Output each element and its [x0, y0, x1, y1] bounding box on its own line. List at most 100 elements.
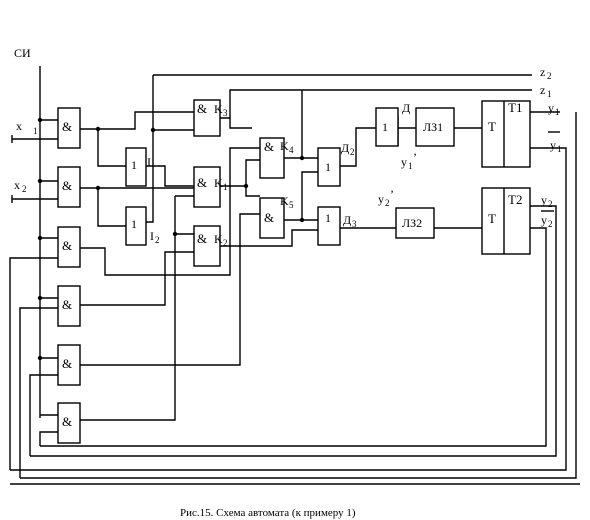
- delay-lz1: ЛЗ1: [415, 107, 455, 147]
- gate-k1: &: [193, 166, 221, 208]
- t1-y1bar-wire: [10, 147, 567, 471]
- gate-d2-symbol: 1: [325, 160, 331, 174]
- feedback-a6-wire: [39, 431, 58, 446]
- y2-prime-subscript: 2: [385, 198, 390, 208]
- gate-d3-symbol: 1: [325, 211, 331, 225]
- inv1-to-k1-wire: [146, 165, 194, 187]
- k1-to-k4-wire: [245, 159, 260, 186]
- gate-k5: &: [259, 197, 285, 239]
- junction-dot: [95, 185, 101, 191]
- gate-inv1-symbol: 1: [131, 158, 137, 172]
- y1-prime-label: y: [401, 155, 407, 169]
- junction-dot: [299, 217, 305, 223]
- feedback-a5-wire: [29, 374, 58, 456]
- gate-k4-symbol: &: [264, 139, 274, 154]
- k2-subscript: 2: [223, 238, 228, 248]
- gate-d2: 1: [317, 147, 341, 187]
- gate-a1-symbol: &: [62, 119, 72, 134]
- gate-d1-symbol: 1: [382, 120, 388, 134]
- y2bar-label: y: [541, 213, 547, 227]
- y2-label: y: [541, 193, 547, 207]
- gate-k5-symbol: &: [264, 210, 274, 225]
- i1-label: I: [147, 155, 151, 169]
- k1-subscript: 1: [223, 182, 228, 192]
- k5-subscript: 5: [289, 200, 294, 210]
- junction-dot: [150, 127, 156, 133]
- gate-inv1: 1: [125, 147, 147, 187]
- y2bar-subscript: 2: [548, 219, 553, 229]
- x1-label: x: [16, 119, 22, 133]
- gate-a4-symbol: &: [62, 297, 72, 312]
- a1-to-k3-wire: [80, 111, 194, 130]
- junction-dot: [37, 295, 43, 301]
- d2-label: Д: [341, 141, 349, 155]
- y1-subscript: 1: [555, 107, 560, 117]
- x2-subscript: 2: [22, 184, 27, 194]
- junction-dot: [37, 117, 43, 123]
- wires: [9, 66, 580, 485]
- d3-subscript: 3: [352, 219, 357, 229]
- gate-inv2-symbol: 1: [131, 217, 137, 231]
- k4-label: K: [280, 139, 289, 153]
- y2-prime-label: y: [378, 192, 384, 206]
- junction-dot: [243, 183, 249, 189]
- a4-to-k2-wire: [80, 251, 194, 306]
- z2-label: z: [540, 65, 545, 79]
- junction-dot: [299, 155, 305, 161]
- gate-a2: &: [57, 166, 81, 208]
- trigger-t2: T T2: [481, 187, 531, 255]
- gate-d3: 1: [317, 206, 341, 246]
- gate-k3-symbol: &: [197, 101, 207, 116]
- z1-label: z: [540, 83, 545, 97]
- t2-y2-wire: [30, 205, 557, 457]
- trigger-t2-label: T2: [508, 192, 522, 207]
- si-tap-wires: [40, 119, 58, 416]
- gate-a3-symbol: &: [62, 238, 72, 253]
- a2-to-inv2-wire: [97, 188, 126, 227]
- delay-lz2-label: ЛЗ2: [402, 216, 422, 230]
- junction-dot: [37, 178, 43, 184]
- gate-k3: &: [193, 99, 221, 137]
- k3-to-z1-wire: [220, 89, 532, 119]
- i2-subscript: 2: [155, 235, 160, 245]
- a3-to-k4-wire: [80, 147, 260, 276]
- k5-label: K: [280, 194, 289, 208]
- y1bar-subscript: 1: [557, 144, 562, 154]
- feedback-a3-wire: [9, 257, 58, 470]
- k1-label: K: [214, 176, 223, 190]
- y1-prime-subscript: 1: [408, 161, 413, 171]
- gate-a4: &: [57, 285, 81, 327]
- a6-to-k2-wire: [80, 234, 176, 421]
- k2-to-d3-wire: [220, 229, 318, 247]
- k5-to-d2-wire: [301, 171, 318, 220]
- feedback-a4-wire: [19, 307, 58, 478]
- gate-k4: &: [259, 137, 285, 179]
- z2-subscript: 2: [547, 71, 552, 81]
- d1-label: Д: [402, 101, 410, 115]
- junction-dots: [37, 117, 305, 361]
- gate-a6-symbol: &: [62, 414, 72, 429]
- junction-dot: [172, 231, 178, 237]
- k3-subscript: 3: [223, 108, 228, 118]
- y1-label: y: [548, 101, 554, 115]
- gate-k1-symbol: &: [197, 175, 207, 190]
- delay-lz2: ЛЗ2: [395, 207, 435, 239]
- i2-label: I: [150, 229, 154, 243]
- a1-to-inv1-wire: [97, 129, 126, 167]
- trigger-t1-label: T1: [508, 100, 522, 115]
- d3-label: Д: [343, 213, 351, 227]
- y1-prime-mark: ’: [413, 150, 417, 164]
- gate-a1: &: [57, 107, 81, 149]
- junction-dot: [37, 235, 43, 241]
- k3-branch-wire: [229, 118, 252, 129]
- gate-a6: &: [57, 402, 81, 444]
- gate-inv2: 1: [125, 206, 147, 246]
- si-label: СИ: [14, 46, 31, 60]
- gate-a2-symbol: &: [62, 178, 72, 193]
- gate-a5: &: [57, 344, 81, 386]
- k2-label: K: [214, 232, 223, 246]
- y2-subscript: 2: [548, 199, 553, 209]
- y2-prime-mark: ’: [390, 187, 394, 201]
